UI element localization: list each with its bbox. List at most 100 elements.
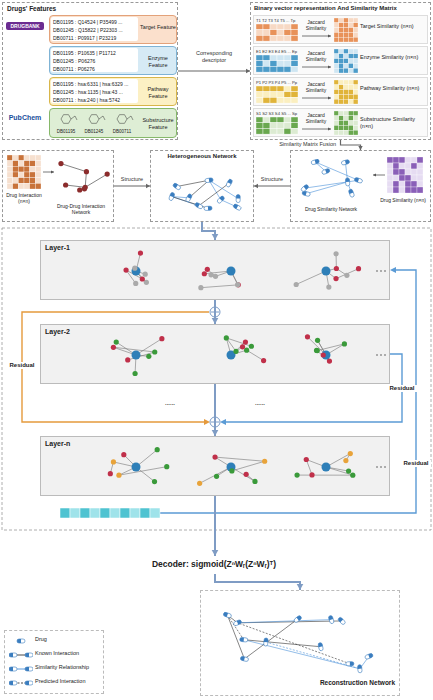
binary-cell (263, 61, 270, 67)
matrix-cell (30, 172, 36, 178)
graph-edge (238, 620, 332, 623)
binary-cell (256, 61, 263, 67)
node-title: Layer-1 (45, 244, 87, 252)
drawing-rect (204, 206, 212, 210)
graph-node (233, 349, 238, 354)
graph-edge (226, 338, 251, 346)
binary-cell (291, 128, 298, 134)
graph-edge (297, 475, 353, 476)
matrix-cell (393, 175, 399, 181)
matrix-cell (24, 172, 30, 178)
graph-node (198, 285, 203, 290)
matrix-cell (334, 32, 339, 37)
drawing-path (348, 189, 353, 194)
graph-node (334, 266, 339, 271)
graph-node (146, 354, 151, 359)
matrix-cell (417, 163, 423, 169)
graph-node (348, 451, 353, 456)
graph-node (108, 471, 113, 476)
molecule-ring (89, 115, 99, 124)
matrix-cell (334, 59, 339, 64)
graph-node (343, 458, 348, 463)
matrix-cell (13, 161, 19, 167)
matrix-cell (387, 175, 393, 181)
matrix-cell (339, 37, 344, 42)
drug-pill (328, 615, 334, 624)
drawing-path (9, 653, 13, 657)
edge-label: Corresponding descriptor (184, 50, 244, 63)
arrow-head (328, 66, 331, 69)
drawing-path (240, 637, 244, 641)
binary-cell (263, 128, 270, 134)
embedding-cell (120, 508, 130, 518)
binary-cell (256, 86, 263, 92)
drawing-rect (293, 615, 302, 623)
matrix-cell (387, 187, 393, 193)
binary-cell (270, 61, 277, 67)
drug-pill (233, 203, 242, 210)
matrix-cell (35, 172, 41, 178)
node-text: Target Similarity (n×n) (360, 23, 428, 30)
legend-icon (9, 637, 33, 645)
matrix-cell (339, 63, 344, 68)
graph-node (262, 459, 267, 464)
matrix-cell (334, 54, 339, 59)
drug-pill (337, 617, 345, 626)
matrix-cell (353, 54, 358, 59)
logo-text: DRUGBANK (6, 22, 44, 30)
matrix-cell (411, 181, 417, 187)
graph-node (125, 357, 130, 362)
graph-node (82, 186, 87, 191)
matrix-cell (399, 187, 405, 193)
graph-node (333, 251, 338, 256)
matrix-cell (334, 90, 339, 95)
graph-edge (136, 339, 162, 355)
graph-node (77, 187, 82, 192)
binary-cell (291, 61, 298, 67)
legend-text: Known Interaction (35, 650, 101, 657)
node-title: Layer-2 (45, 328, 87, 336)
matrix-cell (334, 125, 339, 130)
drawing-path (170, 192, 175, 197)
arrow-head (328, 128, 331, 131)
matrix-cell (344, 116, 349, 121)
binary-cell (263, 30, 270, 36)
graph-node (123, 267, 128, 272)
binary-cell (256, 128, 263, 134)
matrix-cell (35, 183, 41, 189)
graph-node (346, 468, 351, 473)
connector (114, 185, 150, 186)
matrix-cell (393, 163, 399, 169)
graph-node (261, 358, 266, 363)
drug-pill (9, 653, 17, 657)
drawing-path (25, 667, 29, 671)
graph-node (202, 271, 207, 276)
node-title: Jaccard Similarity (300, 50, 332, 62)
interaction-network-box: Drug Interaction (n×n)Drug-Drug Interact… (2, 150, 114, 222)
node-text: Pathway Feature (140, 86, 176, 99)
matrix-cell (24, 178, 30, 184)
matrix-cell (339, 121, 344, 126)
binary-cell (291, 117, 298, 123)
drug-pill (318, 642, 324, 651)
node-text: Enzyme Similarity (n×n) (360, 54, 428, 61)
drawing-path (233, 203, 238, 208)
drug-pill (169, 192, 175, 201)
drawing-path (9, 681, 13, 685)
connector (341, 140, 361, 150)
small-arrow (302, 129, 331, 130)
matrix-cell (353, 59, 358, 64)
drug-pill (172, 183, 181, 191)
binary-cell (256, 24, 263, 30)
matrix-cell (334, 99, 339, 104)
node-title: DB01195 : P10635 | P11712 (53, 50, 139, 56)
binary-cell (263, 66, 270, 72)
matrix-cell (339, 68, 344, 73)
matrix-cell (348, 111, 353, 116)
drawing-rect (348, 189, 354, 198)
gnn-layer-box: Layer-1 (40, 240, 390, 300)
drawing-path (237, 619, 242, 624)
drawing-rect (217, 195, 225, 203)
binary-cell (263, 35, 270, 41)
